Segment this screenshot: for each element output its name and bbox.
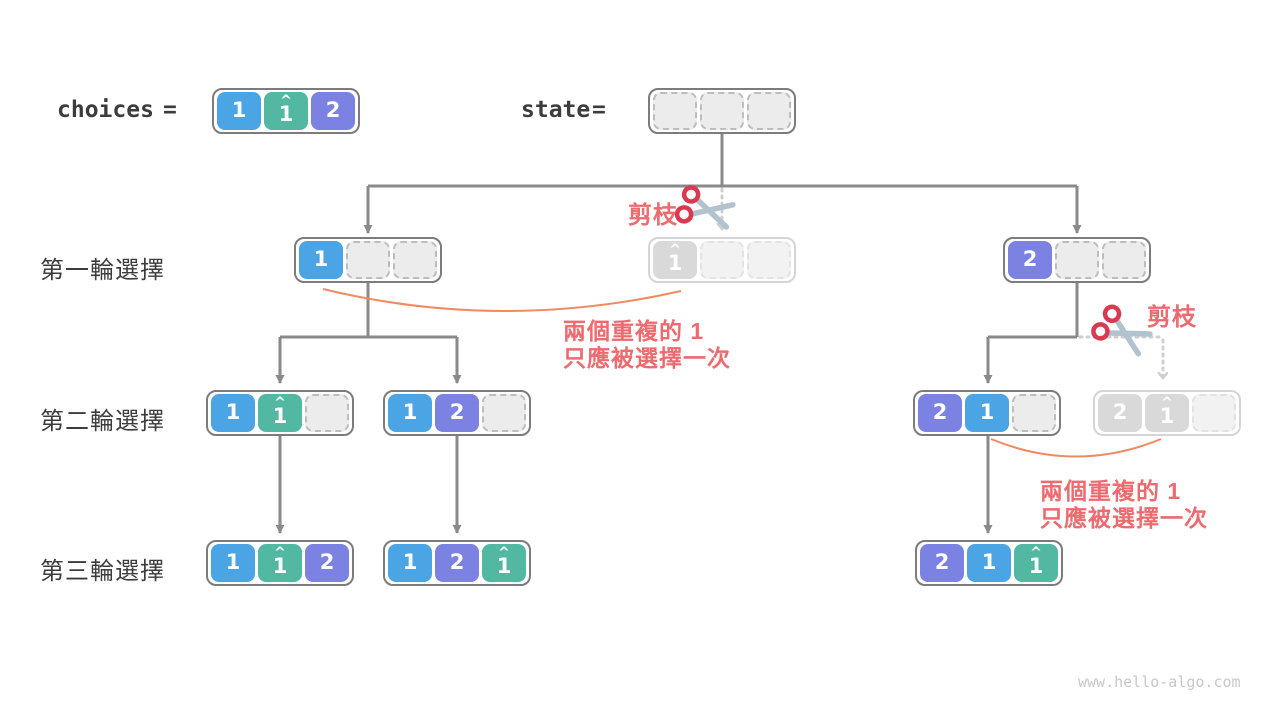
cell-value: 1	[402, 550, 418, 575]
row-label-round1: 第一輪選擇	[40, 257, 165, 284]
cell-value: 1	[231, 98, 247, 123]
cell-value: 2	[934, 550, 950, 575]
cell-value: 1	[1028, 553, 1044, 578]
value-cell: 2	[305, 544, 349, 582]
empty-cell	[482, 394, 526, 432]
cell-value: 1	[979, 400, 995, 425]
cell-value: 2	[1022, 247, 1038, 272]
value-cell: 1	[217, 92, 261, 130]
value-cell: ^1	[1014, 544, 1058, 582]
duplicate-note-1: 兩個重複的 1 只應被選擇一次	[563, 318, 731, 372]
value-cell: ^1	[258, 544, 302, 582]
duplicate-arc-1	[322, 288, 682, 312]
value-cell: 2	[311, 92, 355, 130]
duplicate-note-line1: 兩個重複的 1	[1040, 478, 1182, 504]
value-cell: 2	[435, 394, 479, 432]
value-cell: 1	[388, 394, 432, 432]
cell-value: 2	[1112, 400, 1128, 425]
round2-pruned: 2 ^1	[1093, 390, 1241, 436]
empty-cell	[700, 241, 744, 279]
row-label-round3: 第三輪選擇	[40, 558, 165, 585]
value-cell: 2	[920, 544, 964, 582]
cell-value: 2	[932, 400, 948, 425]
empty-cell	[747, 92, 791, 130]
value-cell: ^1	[482, 544, 526, 582]
cell-value: 1	[402, 400, 418, 425]
equals-sign: =	[592, 97, 606, 123]
cell-value: 2	[449, 550, 465, 575]
duplicate-note-2: 兩個重複的 1 只應被選擇一次	[1040, 478, 1208, 532]
hat-mark: ^	[274, 544, 286, 561]
cell-value: 2	[325, 98, 341, 123]
cell-value: 1	[272, 553, 288, 578]
value-cell: 2	[918, 394, 962, 432]
value-cell: 1	[211, 394, 255, 432]
empty-cell	[1102, 241, 1146, 279]
duplicate-note-line1: 兩個重複的 1	[563, 318, 705, 344]
cell-value: 1	[667, 250, 683, 275]
value-cell: 2	[1098, 394, 1142, 432]
equals-sign: =	[163, 97, 177, 123]
value-cell: ^1	[264, 92, 308, 130]
empty-cell	[747, 241, 791, 279]
cell-value: 1	[225, 550, 241, 575]
round2-a: 1^1	[206, 390, 354, 436]
cell-value: 1	[278, 101, 294, 126]
value-cell: 1	[211, 544, 255, 582]
empty-cell	[1012, 394, 1056, 432]
value-cell: 1	[388, 544, 432, 582]
empty-cell	[700, 92, 744, 130]
cell-value: 1	[225, 400, 241, 425]
value-cell: 1	[299, 241, 343, 279]
cell-value: 1	[981, 550, 997, 575]
empty-cell	[1192, 394, 1236, 432]
scissors-icon	[674, 185, 736, 230]
round1-right: 2	[1003, 237, 1151, 283]
cell-value: 1	[272, 403, 288, 428]
choices-label: choices	[57, 97, 154, 123]
value-cell: 2	[1008, 241, 1052, 279]
value-cell: ^1	[1145, 394, 1189, 432]
duplicate-arc-2	[990, 438, 1162, 458]
hat-mark: ^	[274, 394, 286, 411]
scissors-icon	[1091, 304, 1153, 357]
cell-value: 1	[1159, 403, 1175, 428]
hat-mark: ^	[498, 544, 510, 561]
hat-mark: ^	[1161, 394, 1173, 411]
empty-cell	[1055, 241, 1099, 279]
value-cell: 1	[965, 394, 1009, 432]
value-cell: 2	[435, 544, 479, 582]
state-array	[648, 88, 796, 134]
cell-value: 1	[313, 247, 329, 272]
value-cell: ^1	[258, 394, 302, 432]
watermark: www.hello-algo.com	[1078, 673, 1241, 691]
hat-mark: ^	[1030, 544, 1042, 561]
duplicate-note-line2: 只應被選擇一次	[1040, 505, 1208, 531]
round1-pruned: ^1	[648, 237, 796, 283]
round1-left: 1	[294, 237, 442, 283]
cell-value: 2	[319, 550, 335, 575]
row-label-round2: 第二輪選擇	[40, 408, 165, 435]
empty-cell	[393, 241, 437, 279]
cell-value: 1	[496, 553, 512, 578]
prune-label-2: 剪枝	[1147, 304, 1197, 331]
empty-cell	[346, 241, 390, 279]
hat-mark: ^	[280, 92, 292, 109]
prune-label-1: 剪枝	[628, 202, 678, 229]
hat-mark: ^	[669, 241, 681, 258]
value-cell: 1	[967, 544, 1011, 582]
duplicate-note-line2: 只應被選擇一次	[563, 345, 731, 371]
empty-cell	[305, 394, 349, 432]
value-cell: ^1	[653, 241, 697, 279]
empty-cell	[653, 92, 697, 130]
cell-value: 2	[449, 400, 465, 425]
state-label: state	[521, 97, 591, 123]
